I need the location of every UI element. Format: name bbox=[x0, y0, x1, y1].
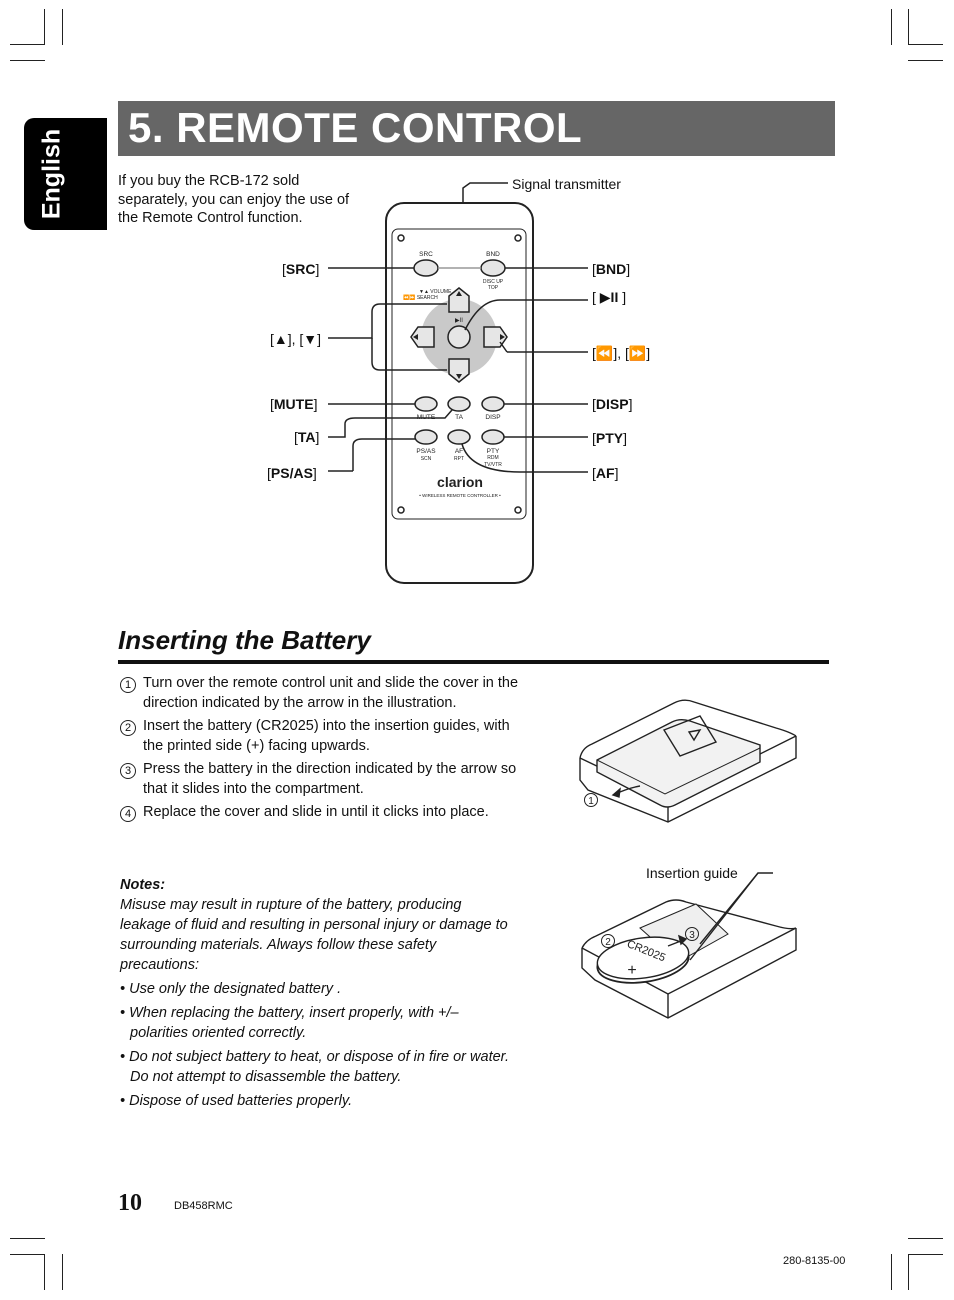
battery-plus-sign: + bbox=[627, 962, 636, 979]
list-item: 3 Press the battery in the direction ind… bbox=[120, 760, 520, 799]
crop-mark bbox=[908, 1254, 943, 1255]
crop-mark bbox=[908, 44, 943, 45]
page-title: 5. REMOTE CONTROL bbox=[128, 104, 583, 151]
list-item: 1 Turn over the remote control unit and … bbox=[120, 674, 520, 713]
illus-step1-marker: 1 bbox=[588, 796, 594, 807]
step-text: Replace the cover and slide in until it … bbox=[143, 804, 489, 820]
crop-mark bbox=[908, 1254, 909, 1290]
crop-mark bbox=[908, 60, 943, 61]
callout-ps-as: [PS/AS] bbox=[267, 465, 317, 481]
callout-up-down: [▲], [▼] bbox=[270, 331, 322, 347]
crop-mark bbox=[10, 1238, 45, 1239]
list-item: 2 Insert the battery (CR2025) into the i… bbox=[120, 717, 520, 756]
note-bullet: • Dispose of used batteries properly. bbox=[120, 1093, 353, 1109]
intro-text: If you buy the RCB-172 sold separately, … bbox=[118, 173, 350, 226]
section-rule bbox=[118, 660, 829, 664]
step-text: Press the battery in the direction indic… bbox=[143, 761, 517, 797]
btn-psas-sub: SCN bbox=[421, 456, 432, 462]
callout-play-text: ▶II bbox=[599, 289, 619, 305]
step-number: 1 bbox=[120, 677, 136, 693]
signal-transmitter-label: Signal transmitter bbox=[512, 176, 621, 192]
brand-logo: clarion bbox=[437, 474, 483, 490]
model-number: DB458RMC bbox=[174, 1200, 233, 1212]
btn-src-text: SRC bbox=[419, 251, 433, 258]
btn-ta-text: TA bbox=[455, 414, 463, 421]
step-text: Turn over the remote control unit and sl… bbox=[143, 675, 519, 711]
step-text: Insert the battery (CR2025) into the ins… bbox=[143, 718, 510, 754]
btn-psas-text: PS/AS bbox=[416, 448, 436, 455]
step-number: 2 bbox=[120, 720, 136, 736]
callout-bnd: [BND] bbox=[592, 261, 631, 277]
btn-pty-sub1: RDM bbox=[487, 455, 498, 461]
document-code: 280-8135-00 bbox=[783, 1255, 846, 1267]
notes-intro: Misuse may result in rupture of the batt… bbox=[120, 897, 508, 973]
search-text: ⏪⏩ SEARCH bbox=[403, 294, 438, 301]
insertion-guide-label: Insertion guide bbox=[646, 865, 738, 881]
illus-step2-marker: 2 bbox=[605, 937, 611, 948]
btn-af-sub: RPT bbox=[454, 456, 464, 462]
notes: Notes: Misuse may result in rupture of t… bbox=[120, 875, 515, 1111]
illus-step3-marker: 3 bbox=[689, 930, 695, 941]
callout-disp-text: DISP bbox=[595, 396, 629, 412]
btn-play-text: ▶II bbox=[455, 318, 463, 324]
step-number: 3 bbox=[120, 763, 136, 779]
remote-control-illustration: SRC BND DISC UP TOP ▼▲ VOLUME ⏪⏩ SEARCH … bbox=[328, 182, 588, 584]
callout-ta: [TA] bbox=[294, 429, 320, 445]
callout-src: [SRC] bbox=[282, 261, 320, 277]
crop-mark bbox=[10, 60, 45, 61]
callout-play-pause: [ ▶II ] bbox=[592, 289, 627, 305]
callout-mute: [MUTE] bbox=[270, 396, 318, 412]
callout-pty-text: PTY bbox=[595, 430, 624, 446]
notes-title: Notes: bbox=[120, 877, 166, 893]
btn-mute-text: MUTE bbox=[417, 414, 436, 421]
callout-af: [AF] bbox=[592, 465, 619, 481]
callout-ta-text: TA bbox=[297, 429, 316, 445]
remote-caption: • WIRELESS REMOTE CONTROLLER • bbox=[419, 493, 501, 498]
list-item: 4 Replace the cover and slide in until i… bbox=[120, 803, 520, 823]
crop-mark bbox=[908, 9, 909, 45]
battery-steps: 1 Turn over the remote control unit and … bbox=[120, 674, 520, 827]
btn-bnd-sub1: DISC UP bbox=[483, 279, 504, 285]
crop-mark bbox=[44, 1254, 45, 1290]
volume-text: ▼▲ VOLUME bbox=[419, 289, 452, 295]
btn-af-text: AF bbox=[455, 448, 463, 455]
btn-bnd-text: BND bbox=[486, 251, 500, 258]
crop-mark bbox=[891, 9, 892, 45]
callout-skip: [⏪], [⏩] bbox=[592, 345, 651, 361]
btn-disp-text: DISP bbox=[485, 414, 500, 421]
callout-disp: [DISP] bbox=[592, 396, 633, 412]
callout-af-text: AF bbox=[595, 465, 615, 481]
callout-pty: [PTY] bbox=[592, 430, 628, 446]
page-number: 10 bbox=[118, 1190, 142, 1216]
btn-pty-text: PTY bbox=[487, 448, 500, 455]
language-tab: English bbox=[24, 118, 107, 230]
note-bullet: • When replacing the battery, insert pro… bbox=[120, 1005, 459, 1041]
callout-src-text: SRC bbox=[285, 261, 316, 277]
crop-mark bbox=[62, 1254, 63, 1290]
section-header: 5. REMOTE CONTROL bbox=[118, 101, 835, 156]
note-bullet: • Use only the designated battery . bbox=[120, 981, 342, 997]
note-bullet: • Do not subject battery to heat, or dis… bbox=[120, 1049, 509, 1085]
btn-pty-sub2: TV/VTR bbox=[484, 462, 502, 468]
crop-mark bbox=[891, 1254, 892, 1290]
callout-mute-text: MUTE bbox=[273, 396, 314, 412]
crop-mark bbox=[44, 9, 45, 45]
crop-mark bbox=[10, 44, 45, 45]
callout-psas-text: PS/AS bbox=[270, 465, 313, 481]
crop-mark bbox=[62, 9, 63, 45]
btn-bnd-sub2: TOP bbox=[488, 285, 499, 291]
step-number: 4 bbox=[120, 806, 136, 822]
callout-bnd-text: BND bbox=[595, 261, 627, 277]
crop-mark bbox=[10, 1254, 45, 1255]
crop-mark bbox=[908, 1238, 943, 1239]
section-title: Inserting the Battery bbox=[118, 625, 371, 655]
